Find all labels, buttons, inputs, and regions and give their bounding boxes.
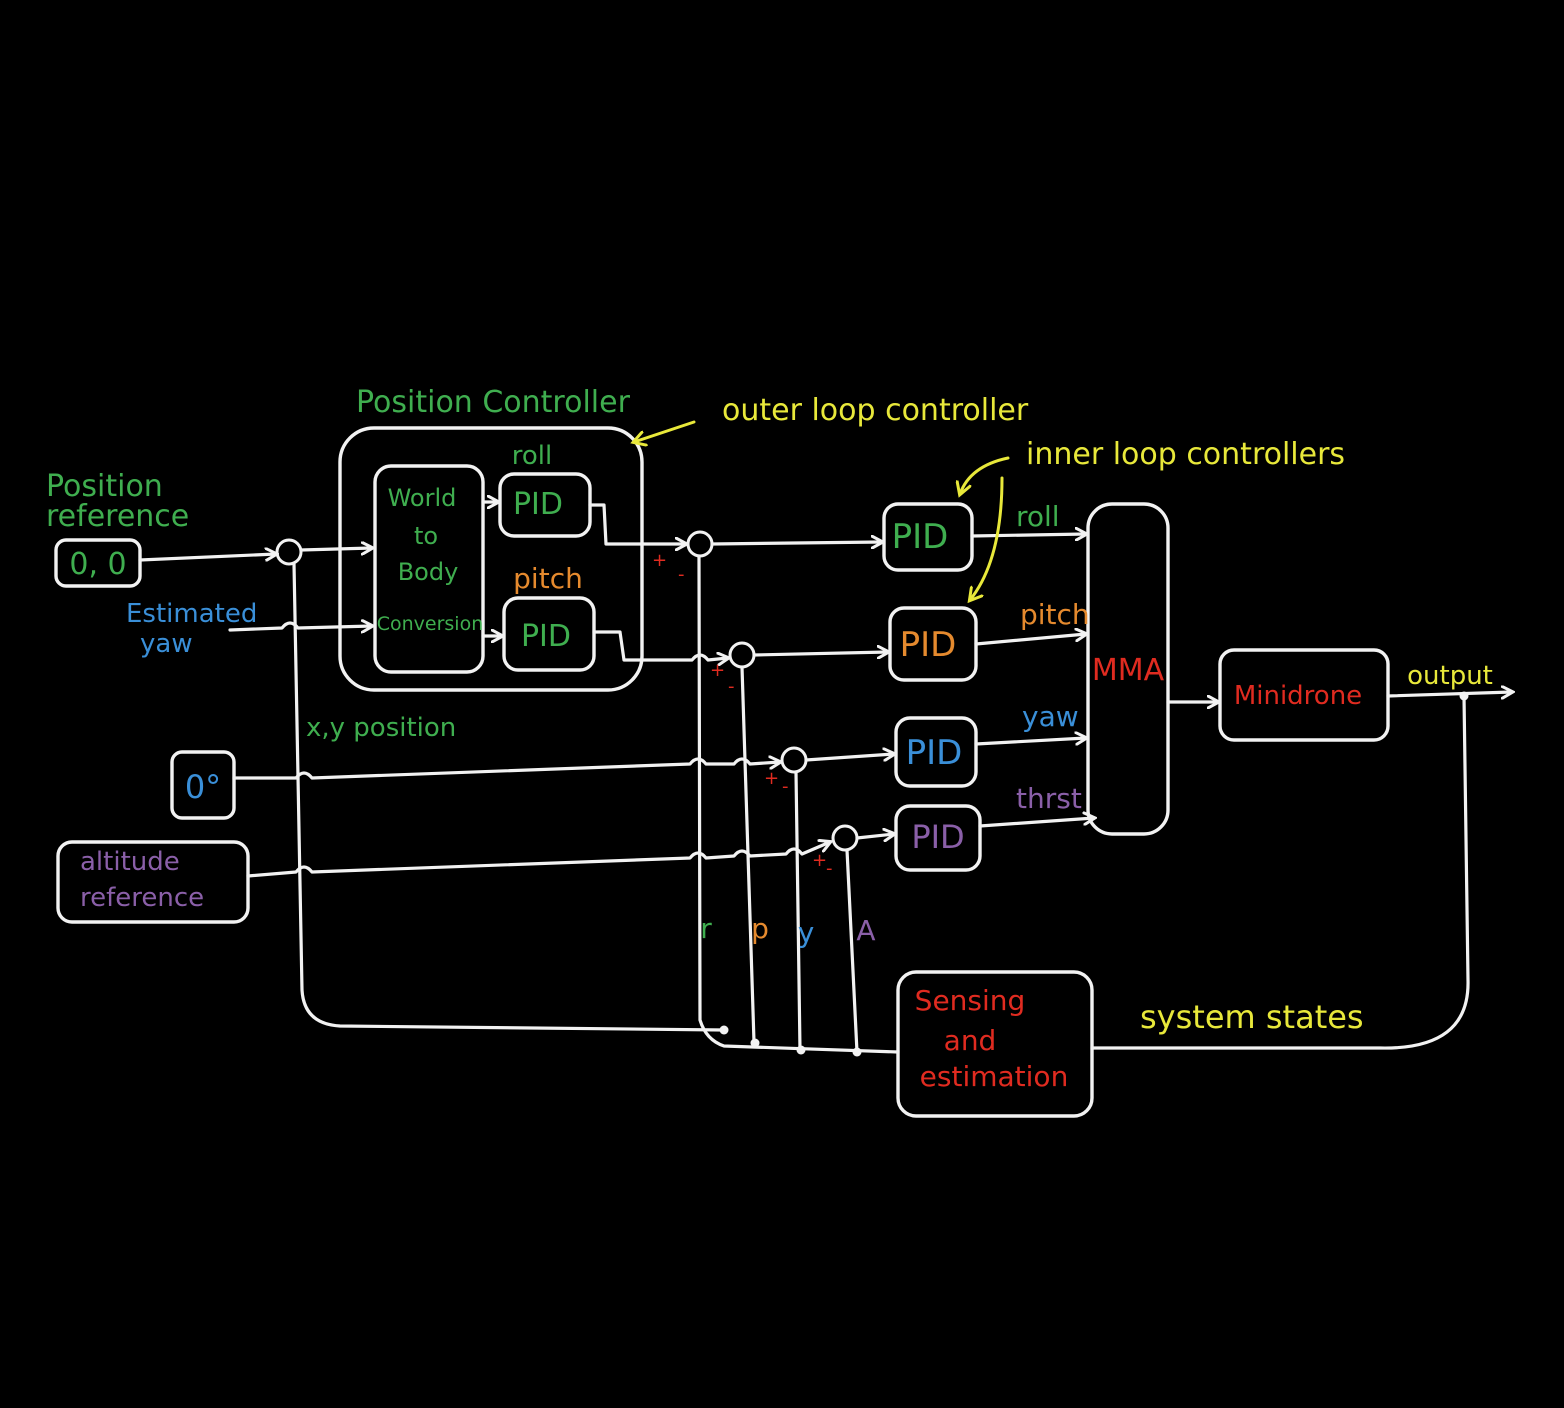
- yaw-cmd-label: yaw: [1022, 700, 1079, 733]
- xy-position-label: x,y position: [306, 713, 456, 743]
- pitch-error-wire: [752, 652, 888, 655]
- world-to-body-label-1: World: [388, 484, 457, 512]
- pitch-minus-sign: -: [728, 676, 735, 697]
- output-wire: [1386, 692, 1512, 696]
- position-reference-label-2: reference: [46, 499, 189, 534]
- roll-pid-label: PID: [892, 517, 949, 557]
- pitch-plus-sign: +: [710, 660, 725, 681]
- yaw-reference-value: 0°: [185, 768, 221, 806]
- world-to-body-label-3: Body: [398, 558, 459, 586]
- yaw-sum-junction: [780, 746, 808, 774]
- position-reference-label-1: Position: [46, 469, 163, 504]
- roll-cmd-label: roll: [1016, 500, 1060, 533]
- roll-ref-wire: [588, 503, 686, 544]
- inner-loop-label: inner loop controllers: [1026, 437, 1345, 472]
- output-label: output: [1407, 661, 1493, 691]
- yaw-pid-label: PID: [906, 733, 963, 773]
- outer-pitch-pid-label: PID: [521, 619, 571, 654]
- roll-error-wire: [710, 542, 882, 544]
- world-to-body-label-4: Conversion: [377, 613, 484, 635]
- mma-box: [1086, 502, 1170, 836]
- mma-label: MMA: [1092, 653, 1165, 688]
- inner-loop-arrow-1: [960, 456, 1010, 494]
- position-reference-wire: [138, 554, 276, 562]
- pitch-ref-wire: [592, 630, 728, 660]
- thrust-sum-junction: [831, 824, 859, 852]
- pitch-cmd-label: pitch: [1020, 598, 1090, 631]
- thrust-pid-label: PID: [911, 818, 964, 856]
- altitude-reference-label-1: altitude: [80, 847, 180, 877]
- system-states-label: system states: [1140, 998, 1364, 1036]
- roll-minus-sign: -: [678, 564, 685, 585]
- position-reference-value: 0, 0: [69, 547, 126, 582]
- sensing-label-2: and: [944, 1024, 997, 1057]
- yaw-error-wire: [804, 754, 894, 760]
- minidrone-label: Minidrone: [1234, 681, 1362, 711]
- pitch-sum-junction: [728, 641, 756, 669]
- estimated-yaw-label-2: yaw: [140, 629, 193, 659]
- thrust-plus-sign: +: [812, 850, 827, 871]
- roll-cmd-wire: [970, 534, 1086, 536]
- feedback-tap-r: r: [700, 912, 712, 945]
- outer-roll-pid-label: PID: [513, 487, 563, 522]
- position-reference-box: [54, 538, 142, 588]
- sensing-label-1: Sensing: [915, 984, 1026, 1017]
- tap-dot-p: [750, 1038, 760, 1048]
- pitch-cmd-wire: [974, 634, 1086, 646]
- feedback-tap-p: p: [751, 912, 769, 945]
- thrust-minus-sign: -: [826, 858, 833, 879]
- tap-dot-r: [719, 1025, 729, 1035]
- altitude-reference-box: [56, 840, 250, 924]
- position-controller-box: [338, 426, 644, 692]
- outer-roll-label: roll: [512, 441, 552, 471]
- tap-dot-y: [796, 1045, 806, 1055]
- xy-feedback-wire: [292, 562, 726, 1032]
- sensing-label-3: estimation: [920, 1060, 1069, 1093]
- yaw-reference-box: [170, 750, 236, 820]
- world-to-body-label-2: to: [414, 522, 438, 550]
- thrust-error-wire: [855, 834, 894, 838]
- feedback-tap-y: y: [798, 916, 815, 949]
- position-sum-junction: [275, 538, 303, 566]
- position-error-wire: [299, 548, 372, 550]
- estimated-yaw-label-1: Estimated: [126, 599, 257, 629]
- inner-loop-arrow-2: [970, 476, 1004, 600]
- position-controller-title: Position Controller: [356, 385, 631, 420]
- pitch-pid-label: PID: [900, 625, 957, 665]
- tap-dot-a: [852, 1047, 862, 1057]
- sensing-out-wire: [697, 554, 900, 1054]
- thrust-cmd-label: thrst: [1016, 782, 1082, 815]
- outer-loop-arrow: [634, 420, 696, 442]
- yaw-cmd-wire: [974, 738, 1086, 746]
- thrust-cmd-wire: [978, 818, 1094, 828]
- estimated-yaw-wire: [228, 623, 372, 630]
- outer-loop-label: outer loop controller: [722, 393, 1029, 428]
- yaw-plus-sign: +: [764, 768, 779, 789]
- altitude-reference-label-2: reference: [80, 883, 204, 913]
- states-feedback-wire: [1090, 694, 1470, 1050]
- output-tap-dot: [1459, 691, 1469, 701]
- yaw-minus-sign: -: [782, 776, 789, 797]
- roll-sum-junction: [686, 530, 714, 558]
- outer-pitch-label: pitch: [513, 562, 583, 595]
- sensing-box: [896, 970, 1094, 1118]
- roll-plus-sign: +: [652, 550, 667, 571]
- world-to-body-box: [373, 464, 485, 674]
- feedback-tap-a: A: [856, 914, 875, 947]
- altitude-ref-wire: [246, 842, 830, 878]
- thrust-feedback-wire: [845, 848, 859, 1054]
- yaw-feedback-wire: [794, 770, 802, 1052]
- pitch-feedback-wire: [740, 665, 756, 1044]
